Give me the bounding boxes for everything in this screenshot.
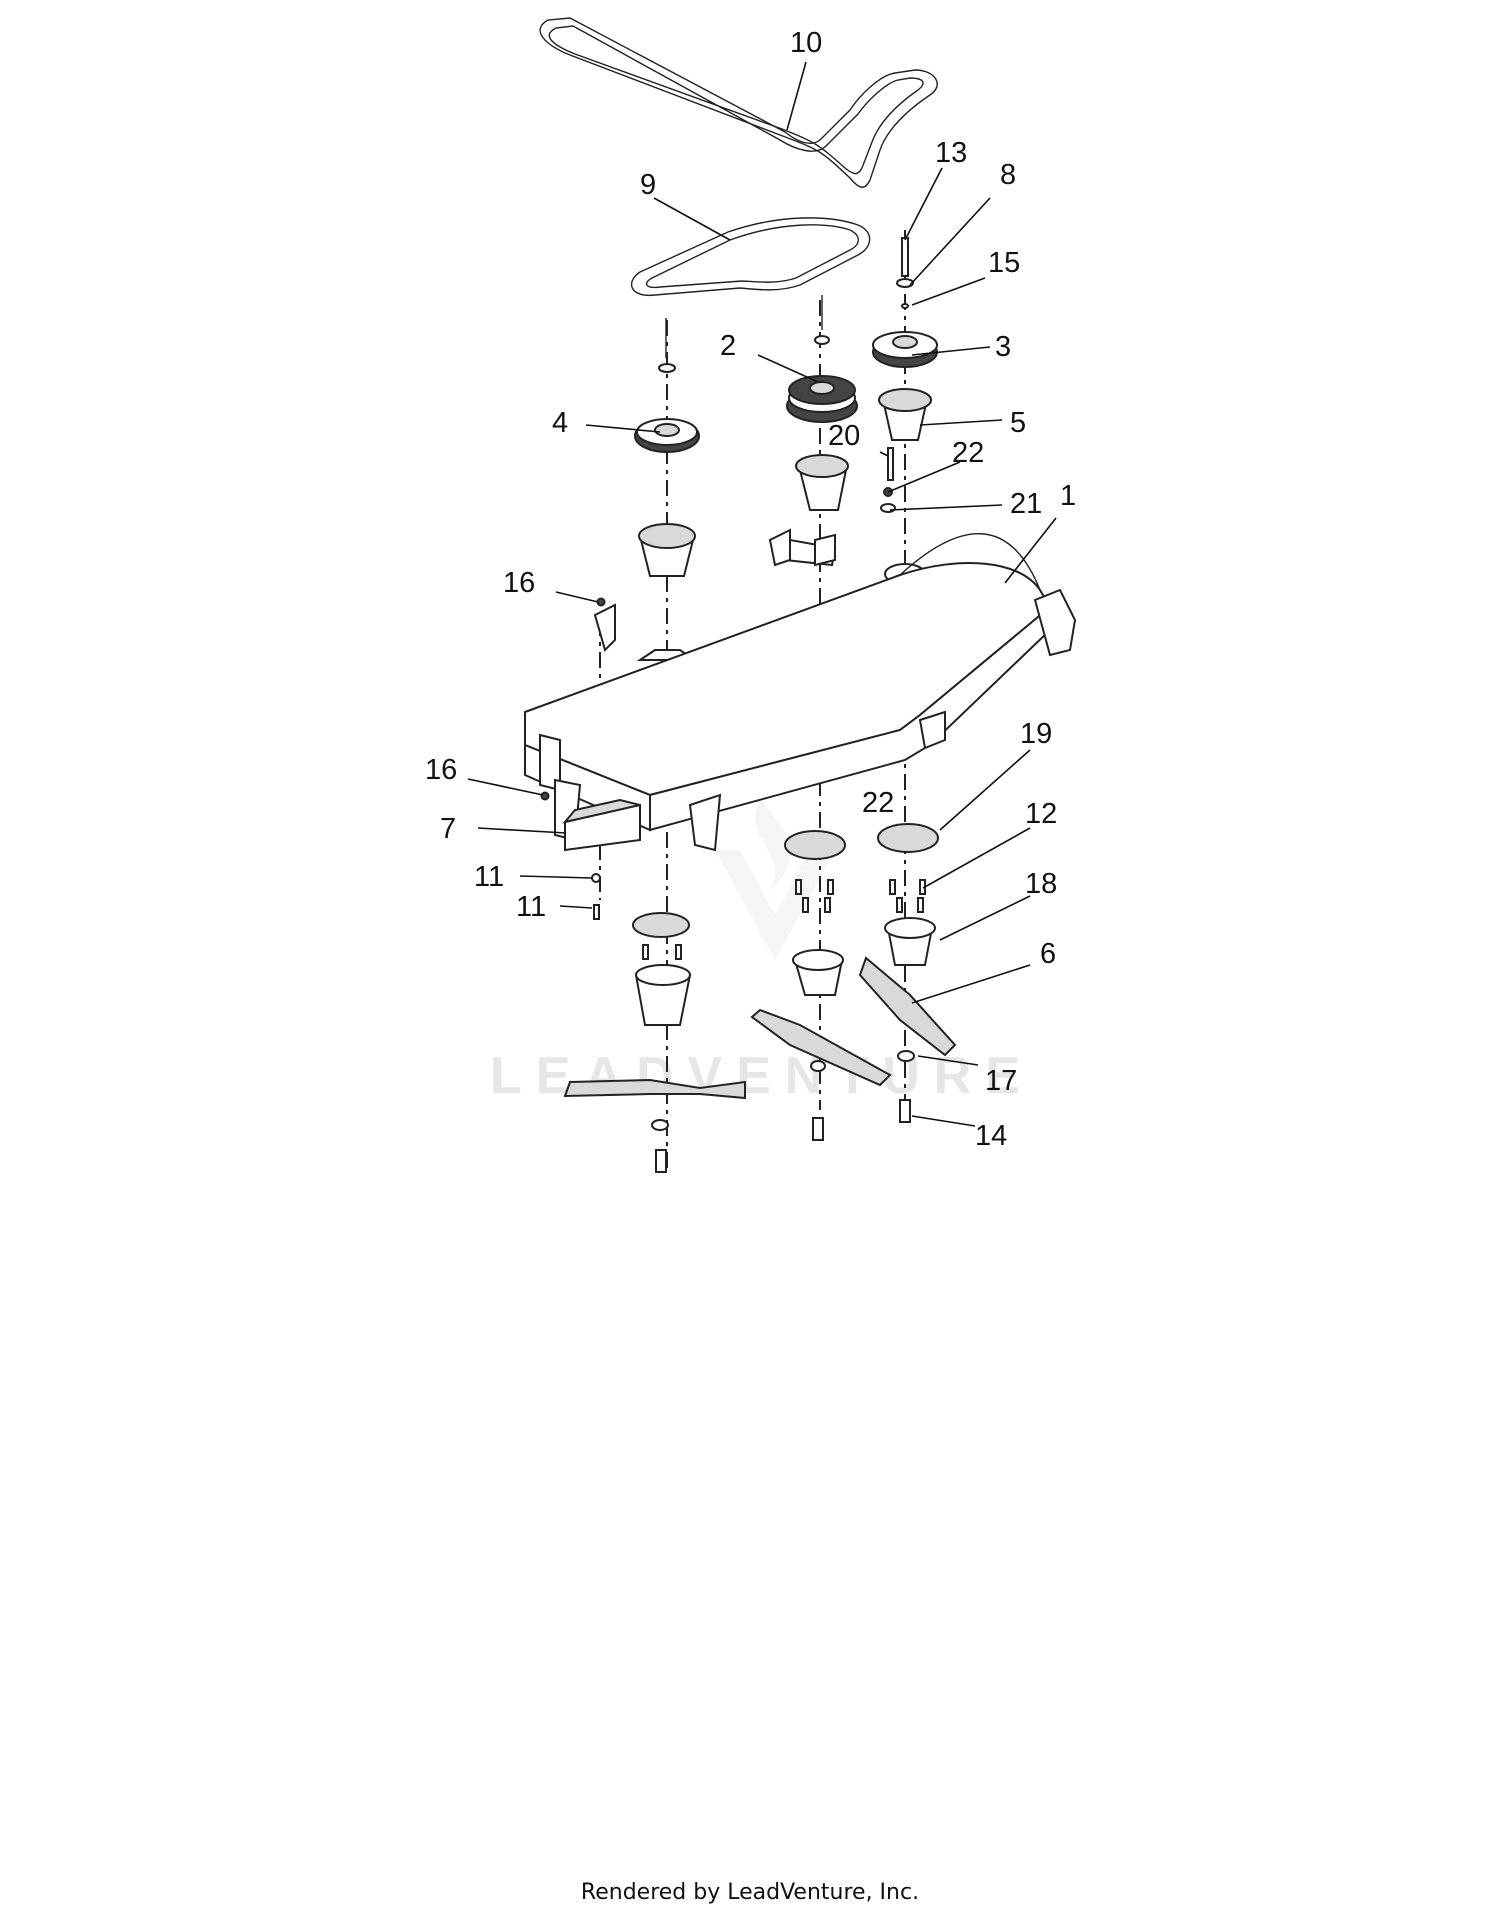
callout-5: 5 (1010, 407, 1026, 439)
belt-10 (539, 17, 938, 188)
callout-4: 4 (552, 407, 568, 439)
callout-16-top: 16 (503, 567, 535, 599)
callout-19: 19 (1020, 718, 1052, 750)
footer-credit: Rendered by LeadVenture, Inc. (580, 1880, 920, 1905)
callout-12: 12 (1025, 798, 1057, 830)
leader-lines (467, 61, 1057, 1127)
callout-2: 2 (720, 330, 736, 362)
watermark-logo (715, 800, 835, 960)
callout-10: 10 (790, 27, 822, 59)
callout-13: 13 (935, 137, 967, 169)
callout-3: 3 (995, 331, 1011, 363)
callout-21: 21 (1010, 488, 1042, 520)
callout-22-lower: 22 (862, 787, 894, 819)
callout-11-top: 11 (474, 861, 504, 893)
callout-1: 1 (1060, 480, 1076, 512)
left-side-parts (540, 597, 641, 920)
callout-15: 15 (988, 247, 1020, 279)
callout-18: 18 (1025, 868, 1057, 900)
callout-7: 7 (440, 813, 456, 845)
mower-deck (524, 528, 1077, 852)
callout-17: 17 (985, 1065, 1017, 1097)
callout-14: 14 (975, 1120, 1007, 1152)
callout-11-bottom: 11 (516, 891, 546, 923)
left-spindle-stack (563, 318, 746, 1173)
callout-6: 6 (1040, 938, 1056, 970)
callout-9: 9 (640, 169, 656, 201)
callout-20: 20 (828, 420, 860, 452)
mounting-bolts (642, 879, 926, 960)
belt-9 (630, 217, 871, 296)
callout-22: 22 (952, 437, 984, 469)
callout-16-bottom: 16 (425, 754, 457, 786)
callout-8: 8 (1000, 159, 1016, 191)
callout-labels: 10 9 13 8 15 3 2 5 4 20 22 21 1 16 16 7 … (425, 27, 1076, 1152)
